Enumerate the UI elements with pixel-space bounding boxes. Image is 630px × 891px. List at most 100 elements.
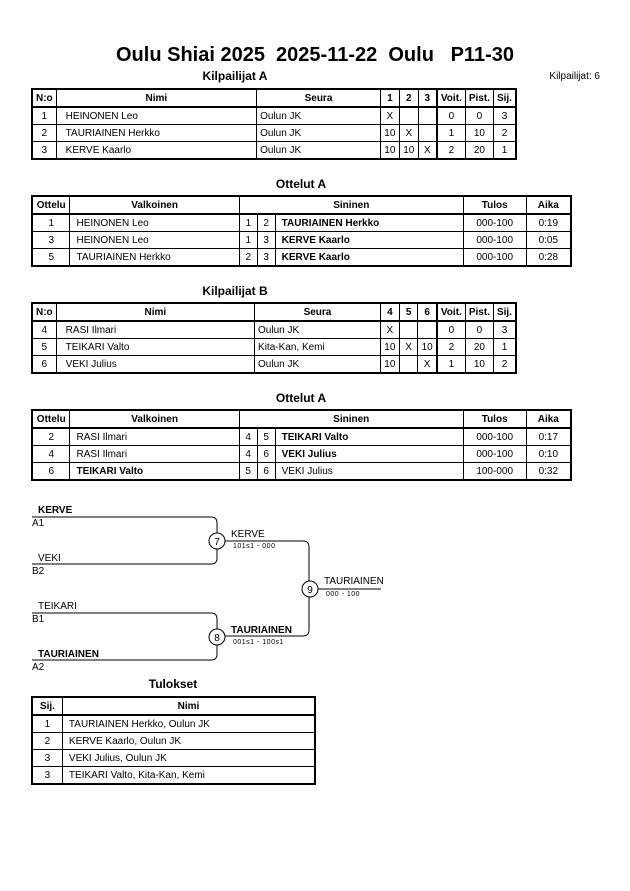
cell-blue: VEKI Julius xyxy=(274,445,464,463)
cell-name: TAURIAINEN Herkko xyxy=(55,124,258,142)
cell-points: 20 xyxy=(464,141,494,160)
cell-blue: KERVE Kaarlo xyxy=(274,248,464,267)
cell-name: TEIKARI Valto, Kita-Kan, Kemi xyxy=(61,766,316,785)
match-9-score: 000 - 100 xyxy=(326,591,360,598)
cell-result: 000-100 xyxy=(462,231,527,249)
cell-club: Oulun JK xyxy=(256,141,381,160)
cell-name: VEKI Julius, Oulun JK xyxy=(61,749,316,767)
cell-club: Oulun JK xyxy=(256,124,381,142)
cell-club: Kita-Kan, Kemi xyxy=(254,338,381,356)
cell-blue: KERVE Kaarlo xyxy=(274,231,464,249)
pool-b-table: N:o Nimi Seura 4 5 6 Voit. Pist. Sij. 4 … xyxy=(31,302,517,374)
col-points: Pist. xyxy=(464,88,494,108)
pool-b-header: N:o Nimi Seura 4 5 6 Voit. Pist. Sij. xyxy=(31,302,517,322)
match-8-score: 001s1 - 100s1 xyxy=(233,639,284,646)
col-score-5: 5 xyxy=(398,302,419,322)
cell-rank: 2 xyxy=(31,732,63,750)
col-club: Seura xyxy=(254,302,381,322)
col-wins: Voit. xyxy=(435,88,466,108)
cell-rank: 3 xyxy=(31,749,63,767)
bracket-p2-seed: B2 xyxy=(32,566,45,577)
cell-score: 10 xyxy=(379,124,400,142)
cell-score: 10 xyxy=(379,141,400,160)
table-row: 3 HEINONEN Leo 1 3 KERVE Kaarlo 000-100 … xyxy=(31,231,572,249)
col-no: N:o xyxy=(31,88,57,108)
cell-white: TAURIAINEN Herkko xyxy=(69,248,240,267)
table-row: 2 KERVE Kaarlo, Oulun JK xyxy=(31,732,316,750)
page-title: Oulu Shiai 2025 2025-11-22 Oulu P11-30 xyxy=(116,44,514,66)
pool-b-title: Kilpailijat B xyxy=(202,284,268,298)
match-7-circle xyxy=(208,532,226,550)
cell-time: 0:10 xyxy=(525,445,572,463)
table-row: 6 TEIKARI Valto 5 6 VEKI Julius 100-000 … xyxy=(31,462,572,481)
match-7-score: 101s1 - 000 xyxy=(233,543,275,550)
cell-score: X xyxy=(417,355,438,374)
cell-wins: 1 xyxy=(435,355,466,374)
cell-white: HEINONEN Leo xyxy=(69,231,240,249)
table-row: 1 HEINONEN Leo 1 2 TAURIAINEN Herkko 000… xyxy=(31,213,572,232)
cell-blue-no: 6 xyxy=(256,462,276,481)
col-blue: Sininen xyxy=(238,409,464,429)
col-no: N:o xyxy=(31,302,57,322)
matches-a-table: Ottelu Valkoinen Sininen Tulos Aika 1 HE… xyxy=(31,195,572,267)
bracket-p3-name: TEIKARI xyxy=(38,601,77,612)
col-match: Ottelu xyxy=(31,195,71,215)
bracket-p2-name: VEKI xyxy=(38,553,61,564)
table-row: 2 RASI Ilmari 4 5 TEIKARI Valto 000-100 … xyxy=(31,427,572,446)
cell-no: 3 xyxy=(31,141,57,160)
cell-points: 10 xyxy=(464,355,494,374)
cell-white-no: 5 xyxy=(238,462,258,481)
cell-rank: 1 xyxy=(492,338,517,356)
col-points: Pist. xyxy=(464,302,494,322)
bracket-p4-seed: A2 xyxy=(32,662,45,673)
table-row: 4 RASI Ilmari Oulun JK X 0 0 3 xyxy=(31,320,517,339)
cell-result: 000-100 xyxy=(462,248,527,267)
col-time: Aika xyxy=(525,195,572,215)
results-table: Sij. Nimi 1 TAURIAINEN Herkko, Oulun JK … xyxy=(31,696,316,785)
cell-rank: 2 xyxy=(492,124,517,142)
cell-rank: 1 xyxy=(492,141,517,160)
cell-no: 2 xyxy=(31,124,57,142)
cell-score: 10 xyxy=(379,338,400,356)
cell-name: KERVE Kaarlo, Oulun JK xyxy=(61,732,316,750)
table-row: 1 HEINONEN Leo Oulun JK X 0 0 3 xyxy=(31,106,517,125)
col-blue: Sininen xyxy=(238,195,464,215)
cell-points: 20 xyxy=(464,338,494,356)
table-row: 3 KERVE Kaarlo Oulun JK 10 10 X 2 20 1 xyxy=(31,141,517,160)
cell-time: 0:28 xyxy=(525,248,572,267)
match-9-no: 9 xyxy=(307,585,313,596)
matches-a-title: Ottelut A xyxy=(275,177,327,191)
col-club: Seura xyxy=(256,88,381,108)
cell-points: 0 xyxy=(464,320,494,339)
cell-rank: 1 xyxy=(31,714,63,733)
matches-b-header: Ottelu Valkoinen Sininen Tulos Aika xyxy=(31,409,572,429)
bracket-p3-seed: B1 xyxy=(32,614,45,625)
col-name: Nimi xyxy=(61,696,316,716)
match-9-winner: TAURIAINEN xyxy=(324,576,384,587)
cell-wins: 2 xyxy=(435,141,466,160)
col-name: Nimi xyxy=(55,302,256,322)
cell-no: 5 xyxy=(31,338,57,356)
cell-match: 4 xyxy=(31,445,71,463)
col-white: Valkoinen xyxy=(69,409,240,429)
table-row: 3 VEKI Julius, Oulun JK xyxy=(31,749,316,767)
cell-wins: 1 xyxy=(435,124,466,142)
match-8-winner: TAURIAINEN xyxy=(231,625,292,636)
cell-club: Oulun JK xyxy=(254,355,381,374)
cell-wins: 2 xyxy=(435,338,466,356)
matches-b-table: Ottelu Valkoinen Sininen Tulos Aika 2 RA… xyxy=(31,409,572,481)
col-rank: Sij. xyxy=(492,88,517,108)
cell-name: VEKI Julius xyxy=(55,355,256,374)
match-8-circle xyxy=(208,628,226,646)
matches-a-header: Ottelu Valkoinen Sininen Tulos Aika xyxy=(31,195,572,215)
match-7-winner: KERVE xyxy=(231,529,265,540)
matches-b-title: Ottelut A xyxy=(275,391,327,405)
cell-name: KERVE Kaarlo xyxy=(55,141,258,160)
cell-rank: 3 xyxy=(31,766,63,785)
cell-name: TAURIAINEN Herkko, Oulun JK xyxy=(61,714,316,733)
cell-rank: 2 xyxy=(492,355,517,374)
cell-points: 10 xyxy=(464,124,494,142)
match-7-no: 7 xyxy=(214,537,220,548)
results-header: Sij. Nimi xyxy=(31,696,316,716)
